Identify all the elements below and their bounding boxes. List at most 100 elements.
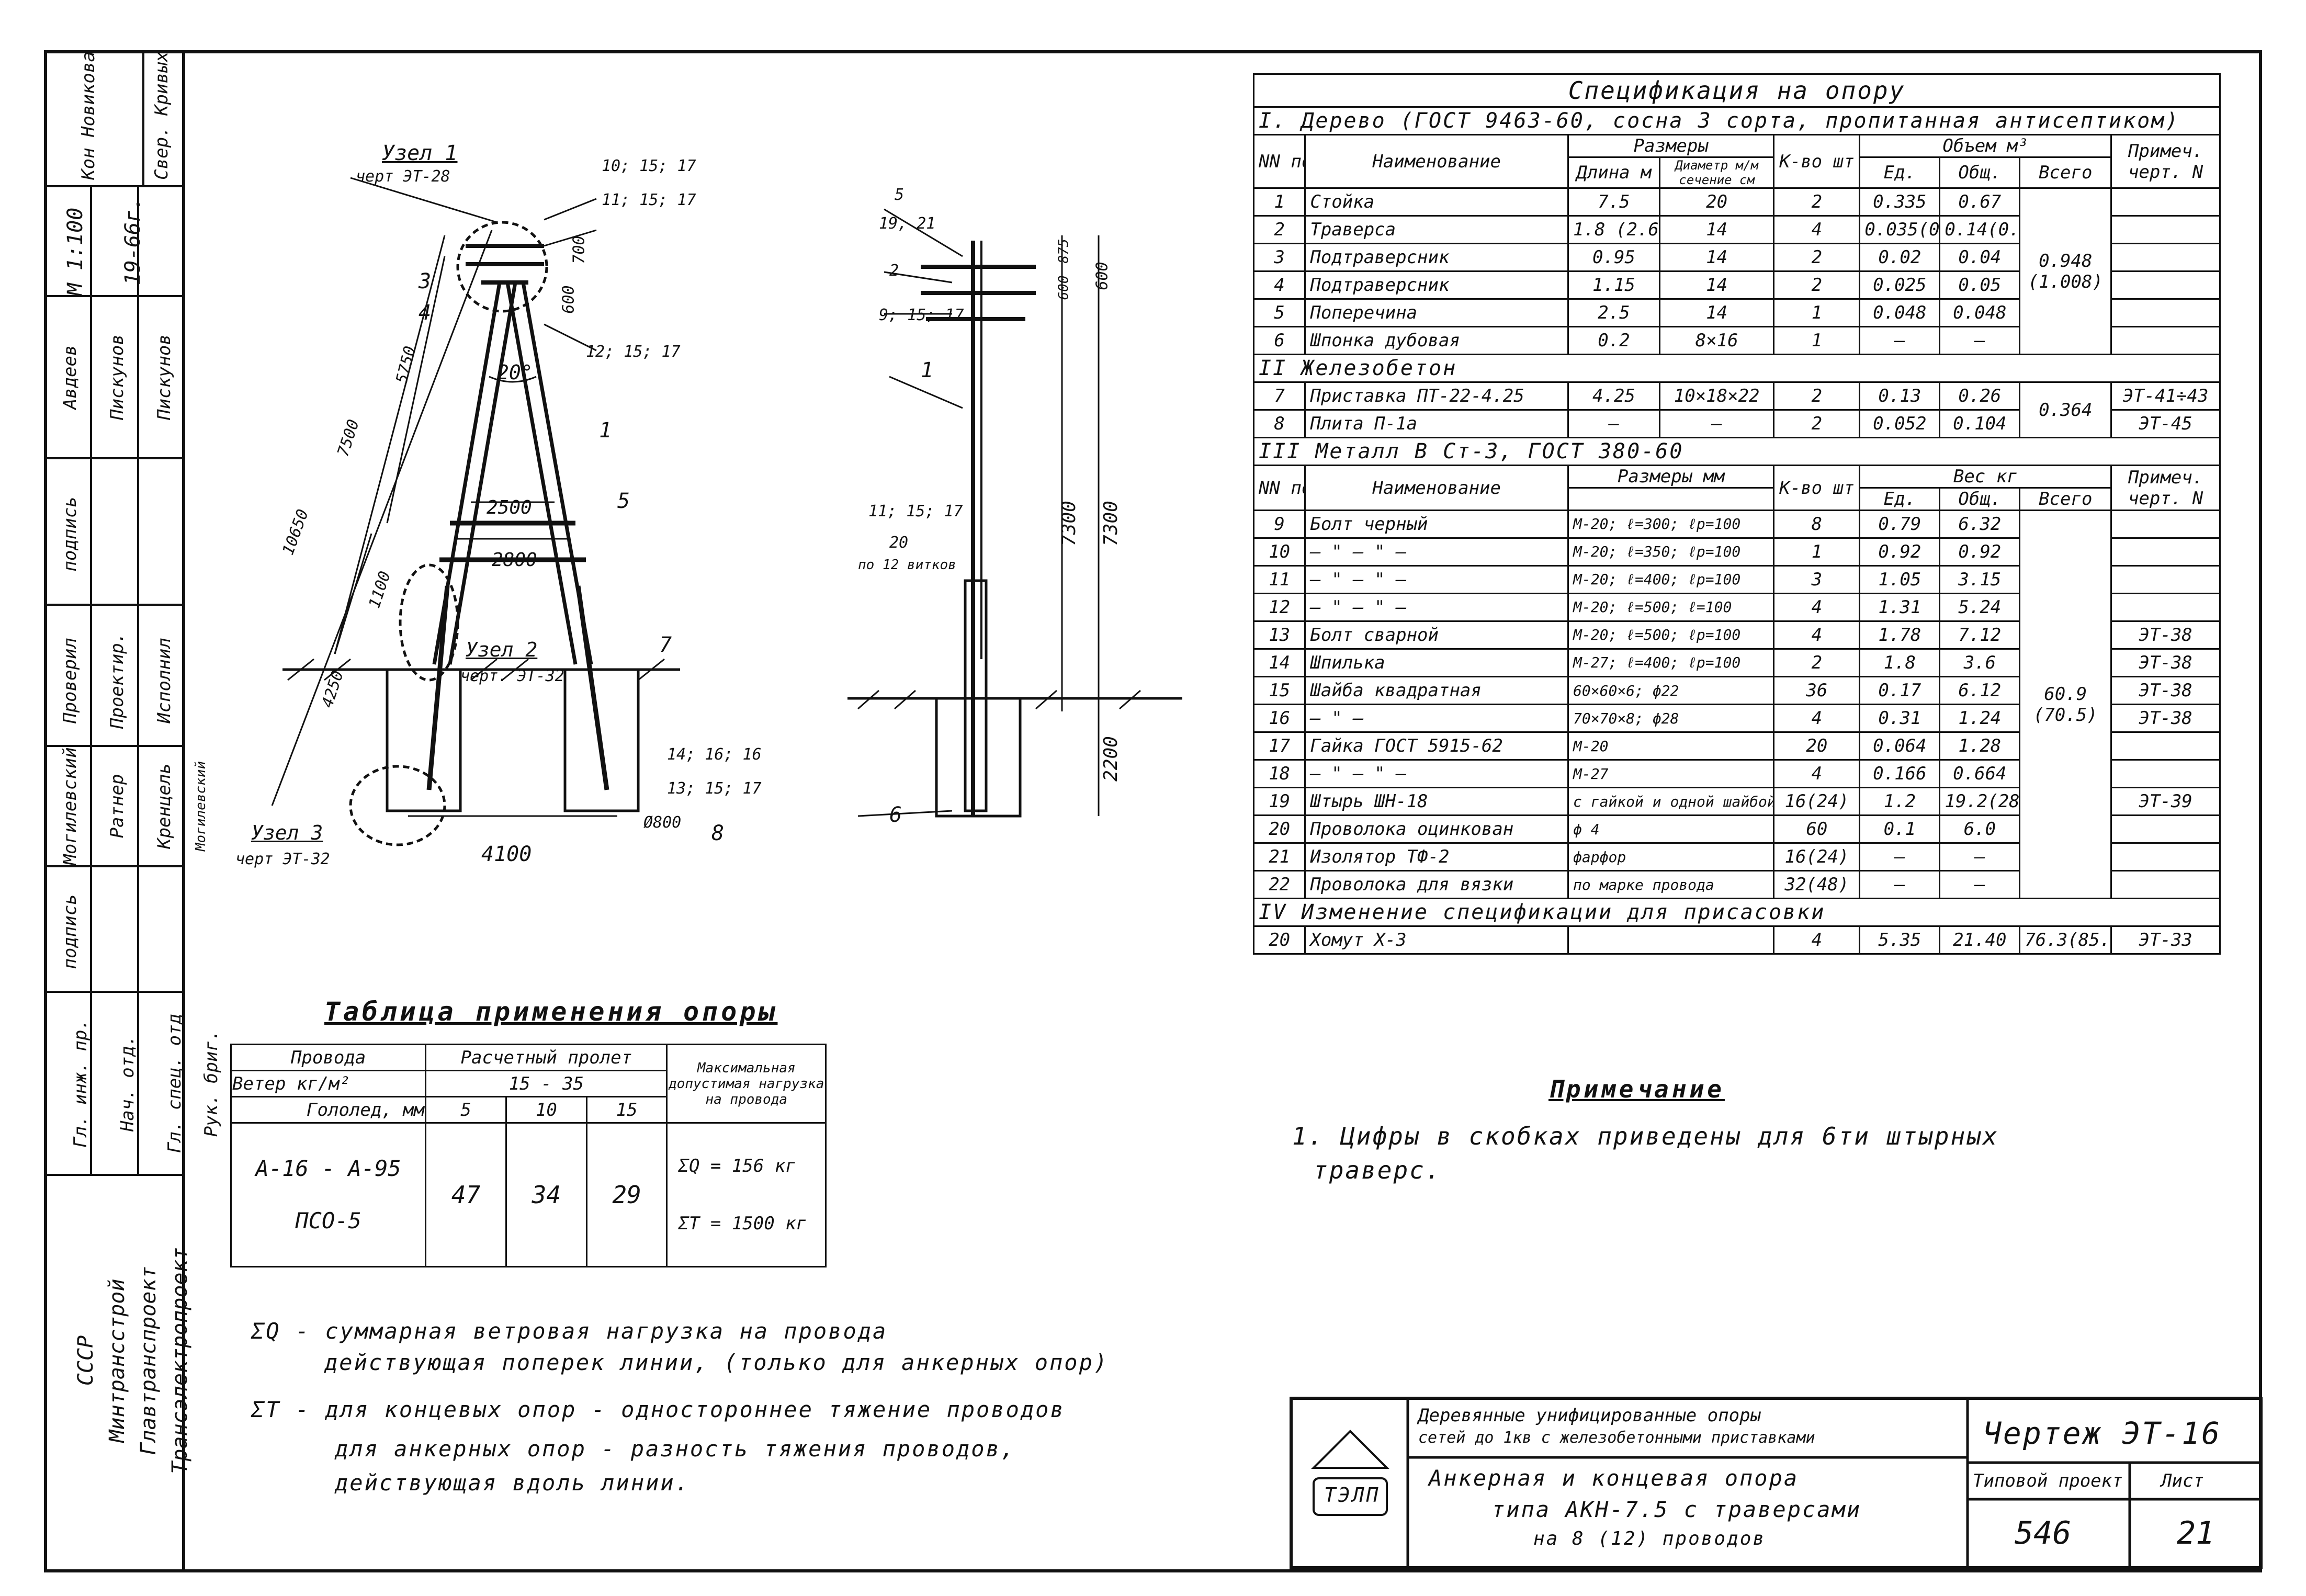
spec-table: Спецификация на опору I. Дерево (ГОСТ 94…	[1252, 73, 2221, 955]
wood-name: Поперечина	[1304, 298, 1569, 327]
apply-load1: ΣQ = 156 кг	[678, 1156, 796, 1176]
wood-nn: 5	[1252, 298, 1306, 327]
metal-weight-total: 0.92	[1939, 537, 2021, 567]
spec-h-nn-2: NN поз.	[1252, 465, 1306, 511]
wood-diam: 14	[1658, 243, 1775, 272]
wood-nn: 4	[1252, 270, 1306, 300]
spec-table-wrap: Спецификация на опору I. Дерево (ГОСТ 94…	[1252, 73, 2221, 955]
stamp-name1: Анкерная и концевая опора	[1429, 1465, 1799, 1491]
wood-length: 1.8 (2.6)	[1567, 215, 1660, 244]
metal-qty: 4	[1773, 593, 1861, 622]
metal-qty: 8	[1773, 510, 1861, 539]
wood-note	[2110, 243, 2221, 272]
node2-ref: черт. ЭТ-32	[460, 667, 564, 685]
side-role-2: Нач. отд.	[117, 1035, 138, 1132]
metal-qty: 4	[1773, 620, 1861, 650]
metal-weight-total: 5.24	[1939, 593, 2021, 622]
rv-dim-600b: 600	[1093, 262, 1112, 290]
metal-nn: 12	[1252, 593, 1306, 622]
metal-size: М-20; ℓ=350; ℓр=100	[1567, 537, 1775, 567]
side-role-3: Гл. спец. отд	[164, 1013, 185, 1153]
apply-val-10: 34	[505, 1122, 587, 1267]
wood-qty: 2	[1773, 243, 1861, 272]
metal-size: по марке провода	[1567, 870, 1775, 899]
rv-tag-2: 2	[889, 262, 899, 280]
wood-qty: 1	[1773, 326, 1861, 355]
metal-total: 60.9	[2044, 683, 2087, 705]
legend-2c: действующая вдоль линии.	[335, 1470, 690, 1496]
wood-length: 7.5	[1567, 187, 1660, 217]
apply-h-span: Расчетный пролет	[425, 1044, 668, 1071]
side-org-3: Главтранспроект	[137, 1266, 161, 1455]
metal-qty: 32(48)	[1773, 870, 1861, 899]
spec-h-qty-2: К-во шт	[1773, 465, 1861, 511]
metal-weight-total: 3.6	[1939, 648, 2021, 677]
metal-note: ЭТ-38	[2110, 620, 2221, 650]
spec-h-all: Всего	[2019, 156, 2112, 189]
apply-h-wires: Провода	[230, 1044, 427, 1071]
wood-length: 0.95	[1567, 243, 1660, 272]
apply-col-15: 15	[585, 1096, 668, 1124]
metal-name: Штырь ШН-18	[1304, 787, 1569, 816]
metal-note	[2110, 593, 2221, 622]
change-nn: 20	[1252, 925, 1306, 955]
wood-vol-unit: 0.025	[1859, 270, 1941, 300]
metal-qty: 1	[1773, 537, 1861, 567]
tag-14-16-16: 14; 16; 16	[667, 745, 762, 764]
side-role-1: Гл. инж. пр.	[70, 1019, 91, 1148]
metal-weight-total: —	[1939, 870, 2021, 899]
wood-diam: 14	[1658, 298, 1775, 327]
callout-1: 1	[599, 418, 612, 443]
spec-h-vol: Объем м³	[1859, 134, 2112, 158]
rv-tag-11-15-17: 11; 15; 17	[868, 502, 963, 520]
stamp-desc2: сетей до 1кв с железобетонными приставка…	[1418, 1429, 1815, 1447]
metal-size: ϕ 4	[1567, 814, 1775, 844]
concrete-vol-all: 0.364	[2019, 381, 2112, 438]
stamp-grid	[1311, 1400, 2260, 1567]
metal-weight-unit: 1.8	[1859, 648, 1941, 677]
callout-8: 8	[711, 821, 725, 845]
spec-h-note-2: Примеч. черт. N	[2110, 465, 2221, 511]
spec-h-sizes-mm: Размеры мм	[1567, 465, 1775, 489]
wood-nn: 3	[1252, 243, 1306, 272]
spec-h-nn: NN поз.	[1252, 134, 1306, 189]
concrete-note: ЭТ-41÷43	[2110, 381, 2221, 411]
metal-name: — " — " —	[1304, 759, 1569, 788]
wood-vol-unit: —	[1859, 326, 1941, 355]
metal-weight-unit: 1.05	[1859, 565, 1941, 594]
side-proj: Проектир.	[107, 632, 128, 729]
metal-note: ЭТ-38	[2110, 704, 2221, 733]
tag-13-15-17: 13; 15; 17	[667, 779, 762, 798]
metal-nn: 11	[1252, 565, 1306, 594]
dim-2800: 2800	[492, 549, 537, 571]
side-scale: М 1:100	[63, 207, 87, 296]
side-name-ratner: Ратнер	[107, 774, 128, 839]
wood-note	[2110, 215, 2221, 244]
side-grid	[44, 50, 185, 1176]
wood-qty: 1	[1773, 298, 1861, 327]
node3-label: Узел 3	[251, 821, 323, 844]
wood-note	[2110, 187, 2221, 217]
note-text-1: 1. Цифры в скобках приведены для 6ти шты…	[1292, 1122, 1999, 1150]
dim-2500: 2500	[487, 497, 532, 518]
apply-title: Таблица применения опоры	[324, 997, 778, 1027]
metal-note	[2110, 759, 2221, 788]
metal-name: Гайка ГОСТ 5915-62	[1304, 731, 1569, 761]
stamp-name3: на 8 (12) проводов	[1533, 1528, 1766, 1549]
a-frame-pole-drawing	[271, 177, 680, 846]
side-name-2: Свер. Кривых	[151, 51, 172, 180]
node3-ref: черт ЭТ-32	[235, 850, 330, 868]
wood-note	[2110, 270, 2221, 300]
wood-nn: 2	[1252, 215, 1306, 244]
metal-qty: 16(24)	[1773, 842, 1861, 871]
side-h-checked: Проверил	[60, 638, 81, 723]
